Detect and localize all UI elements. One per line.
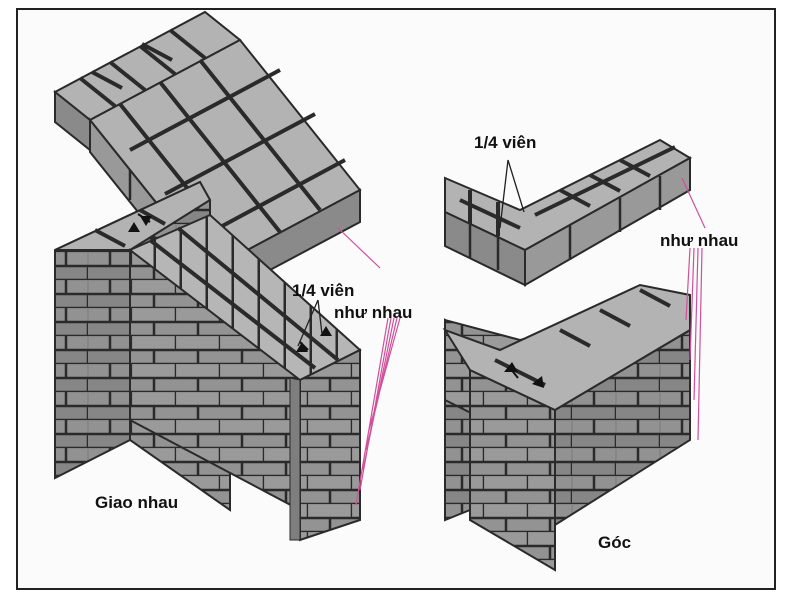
junction-wall xyxy=(54,180,362,542)
corner-wall xyxy=(442,283,691,572)
quarter-brick-label-left: 1/4 viên xyxy=(292,281,354,300)
same-label-left: như nhau xyxy=(334,303,412,322)
quarter-brick-label-right: 1/4 viên xyxy=(474,133,536,152)
junction-label: Giao nhau xyxy=(95,493,178,512)
corner-plan xyxy=(444,138,692,287)
same-label-right: như nhau xyxy=(660,231,738,250)
leader-lines xyxy=(337,177,706,506)
corner-label: Góc xyxy=(598,533,631,552)
label-pointers xyxy=(297,159,525,347)
